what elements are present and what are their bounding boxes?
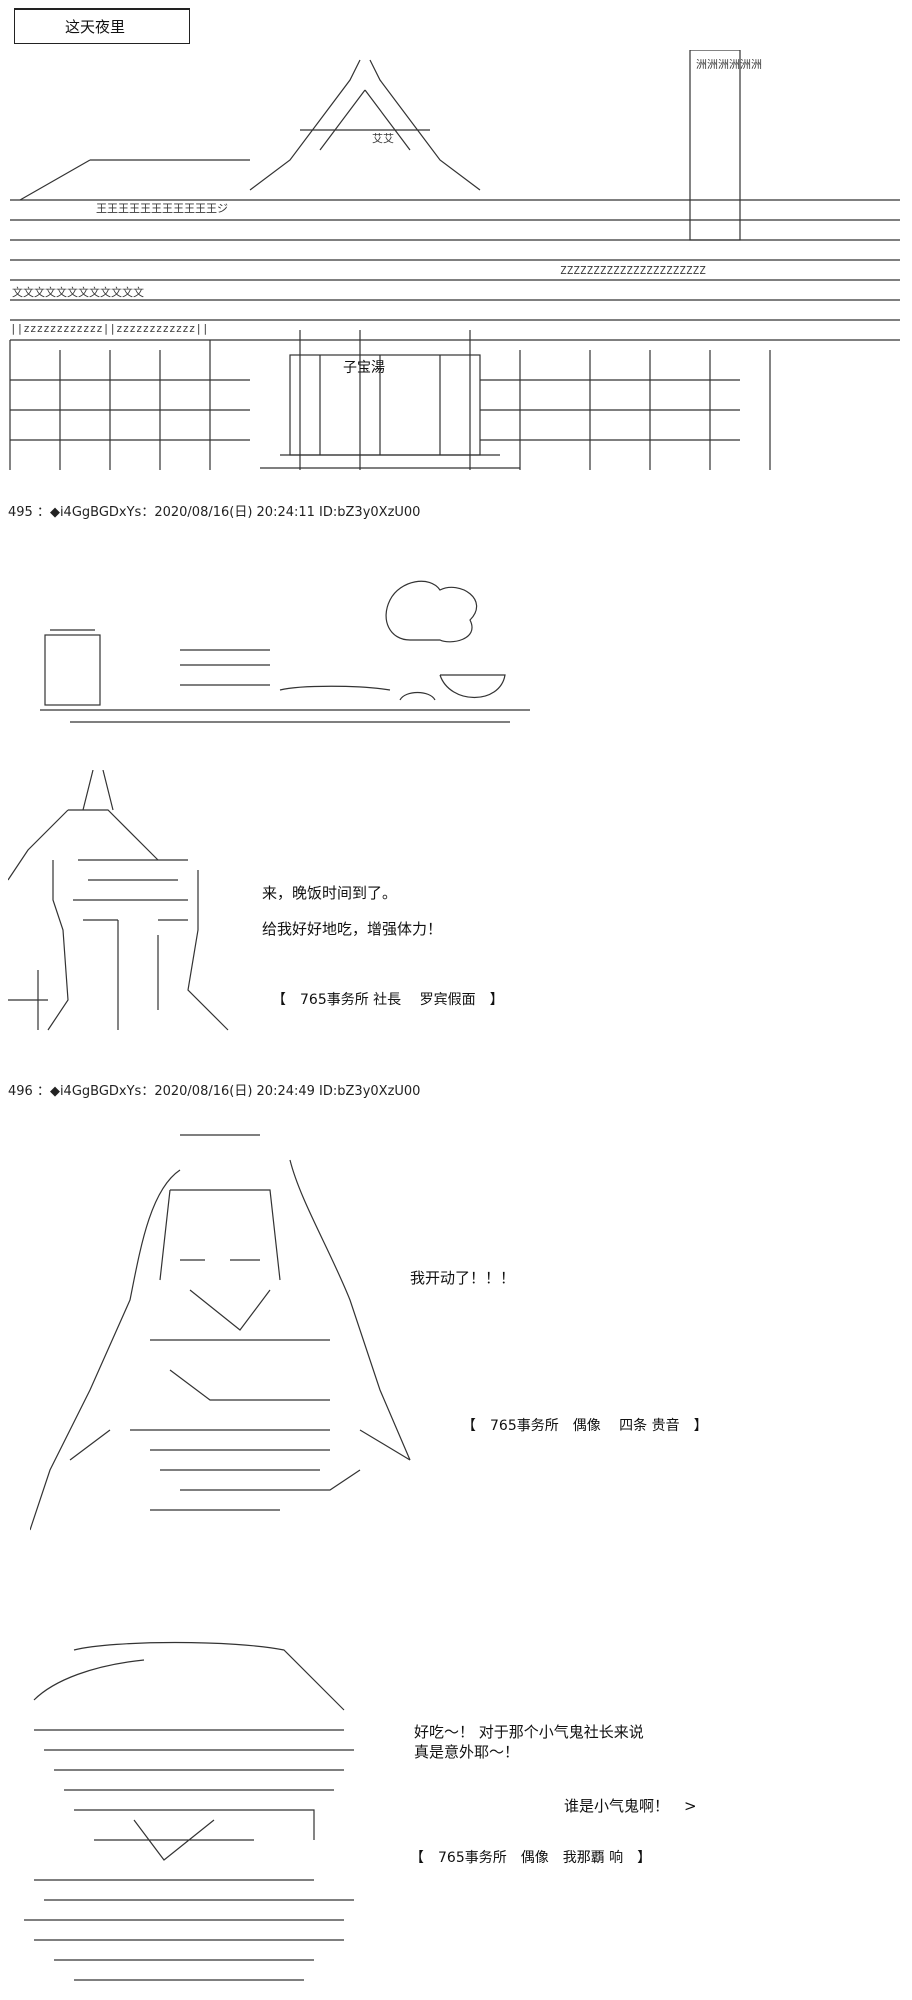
bathhouse-text-row-a: 王王王王王王王王王王王ジ bbox=[96, 202, 228, 215]
hibiki-line-1: 好吃～！ 对于那个小气鬼社长来说 bbox=[414, 1723, 644, 1741]
post-header-495: 495 ：◆i4GgBGDxYs：2020/08/16(日) 20:24:11 … bbox=[8, 505, 421, 520]
scene-title-box: 这天夜里 bbox=[14, 8, 190, 44]
takane-drawing bbox=[30, 1134, 411, 1531]
post-495-credit: 【 765事务所 社長 罗宾假面 】 bbox=[272, 992, 504, 1008]
bathhouse-text-lattice: ||zzzzzzzzzzzz||zzzzzzzzzzzz|| bbox=[10, 322, 209, 335]
hibiki-drawing bbox=[24, 1641, 354, 1981]
hibiki-line-2: 真是意外耶～！ bbox=[414, 1743, 520, 1761]
bathhouse-drawing bbox=[9, 50, 900, 470]
robin-mask-drawing bbox=[8, 770, 229, 1031]
takane-art bbox=[30, 1130, 450, 1550]
food-table-art bbox=[30, 560, 550, 740]
hibiki-art bbox=[14, 1640, 394, 1990]
president-retort: 谁是小气鬼啊！ > bbox=[564, 1797, 697, 1815]
bathhouse-text-tiles: ZZZZZZZZZZZZZZZZZZZZZZ bbox=[560, 264, 706, 277]
hibiki-credit: 【 765事务所 偶像 我那覇 响 】 bbox=[410, 1850, 652, 1866]
food-table-drawing bbox=[40, 580, 530, 723]
post-495-line-2: 给我好好地吃，增强体力！ bbox=[262, 920, 443, 938]
bathhouse-text-row-c: 洲洲洲洲洲洲 bbox=[696, 58, 762, 71]
post-496-line-1: 我开动了！！！ bbox=[410, 1269, 516, 1287]
robin-mask-art bbox=[8, 770, 238, 1040]
bathhouse-sign: 子宝湯 bbox=[343, 360, 385, 376]
bathhouse-text-roof: 艾艾 bbox=[372, 132, 394, 145]
bathhouse-text-row-b: 文文文文文文文文文文文文 bbox=[12, 286, 144, 299]
post-header-496: 496 ：◆i4GgBGDxYs：2020/08/16(日) 20:24:49 … bbox=[8, 1084, 421, 1099]
scene-title: 这天夜里 bbox=[65, 18, 126, 36]
bathhouse-art: 艾艾 王王王王王王王王王王王ジ 文文文文文文文文文文文文 洲洲洲洲洲洲 ZZZZ… bbox=[0, 50, 912, 470]
post-495-line-1: 来，晚饭时间到了。 bbox=[262, 884, 398, 902]
post-496-credit: 【 765事务所 偶像 四条 贵音 】 bbox=[462, 1418, 708, 1434]
